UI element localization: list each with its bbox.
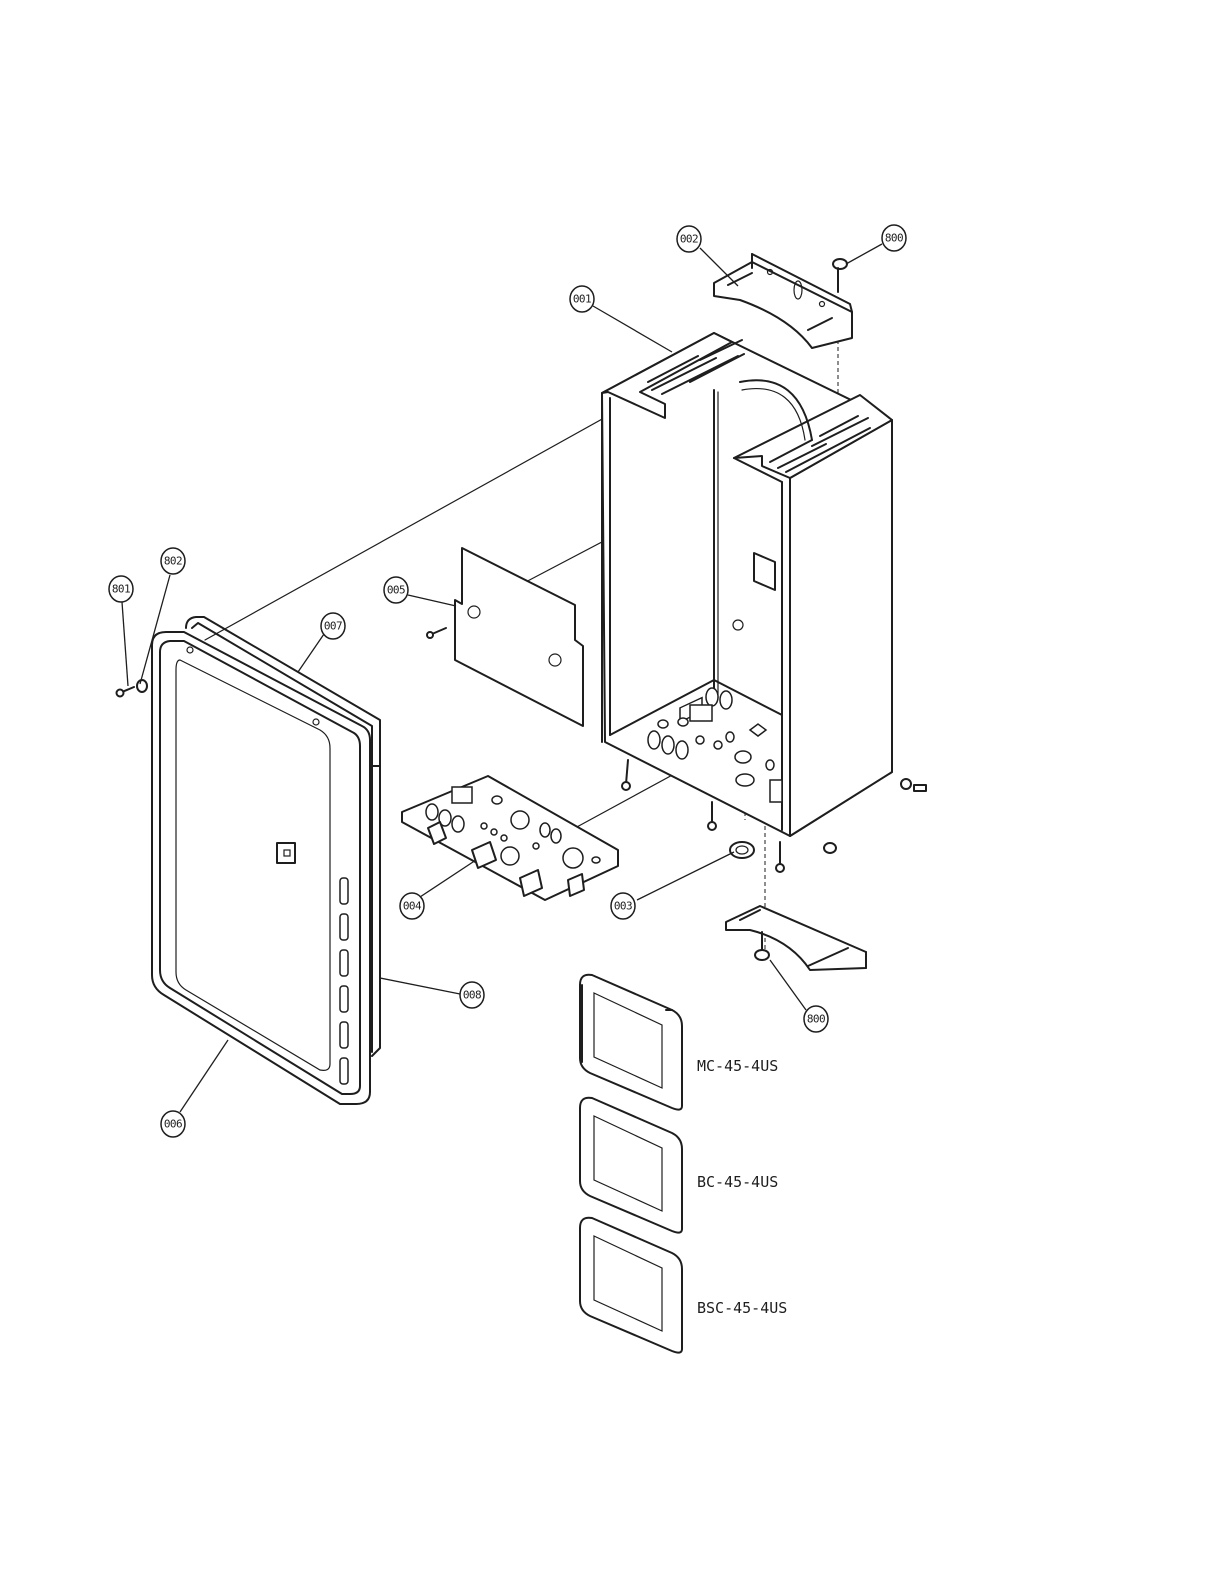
cover-screw (117, 680, 148, 697)
callout-002: 002 (677, 226, 701, 252)
callout-002-label: 002 (680, 233, 698, 246)
callout-001-label: 001 (573, 293, 591, 306)
callout-007-label: 007 (324, 620, 342, 633)
callout-001: 001 (570, 286, 594, 312)
bottom-mounting-bracket (726, 842, 866, 970)
callout-006-label: 006 (164, 1118, 182, 1131)
inner-panel (427, 548, 583, 726)
callout-800-bottom-label: 800 (807, 1013, 825, 1026)
callout-802-label: 802 (164, 555, 182, 568)
callout-007: 007 (321, 613, 345, 639)
cabinet-body (602, 333, 926, 872)
top-mounting-bracket (714, 254, 852, 348)
model-label-mc: MC-45-4US (697, 1057, 778, 1075)
callout-004-label: 004 (403, 900, 422, 913)
callout-801: 801 (109, 576, 133, 602)
callout-005: 005 (384, 577, 408, 603)
model-label-bc: BC-45-4US (697, 1173, 778, 1191)
base-plate (402, 776, 618, 900)
controller-mc (580, 975, 682, 1110)
callout-008-label: 008 (463, 989, 481, 1002)
callout-008: 008 (460, 982, 484, 1008)
front-cover (152, 632, 370, 1104)
callout-003: 003 (611, 893, 635, 919)
callout-800-bottom: 800 (804, 1006, 828, 1032)
controller-bsc (580, 1218, 682, 1353)
callout-006: 006 (161, 1111, 185, 1137)
callout-802: 802 (161, 548, 185, 574)
callout-800-top-label: 800 (885, 232, 903, 245)
callout-800-top: 800 (882, 225, 906, 251)
model-label-bsc: BSC-45-4US (697, 1299, 787, 1317)
callout-005-label: 005 (387, 584, 405, 597)
callout-004: 004 (400, 893, 424, 919)
controller-bc (580, 1098, 682, 1233)
callout-003-label: 003 (614, 900, 632, 913)
callout-801-label: 801 (112, 583, 130, 596)
